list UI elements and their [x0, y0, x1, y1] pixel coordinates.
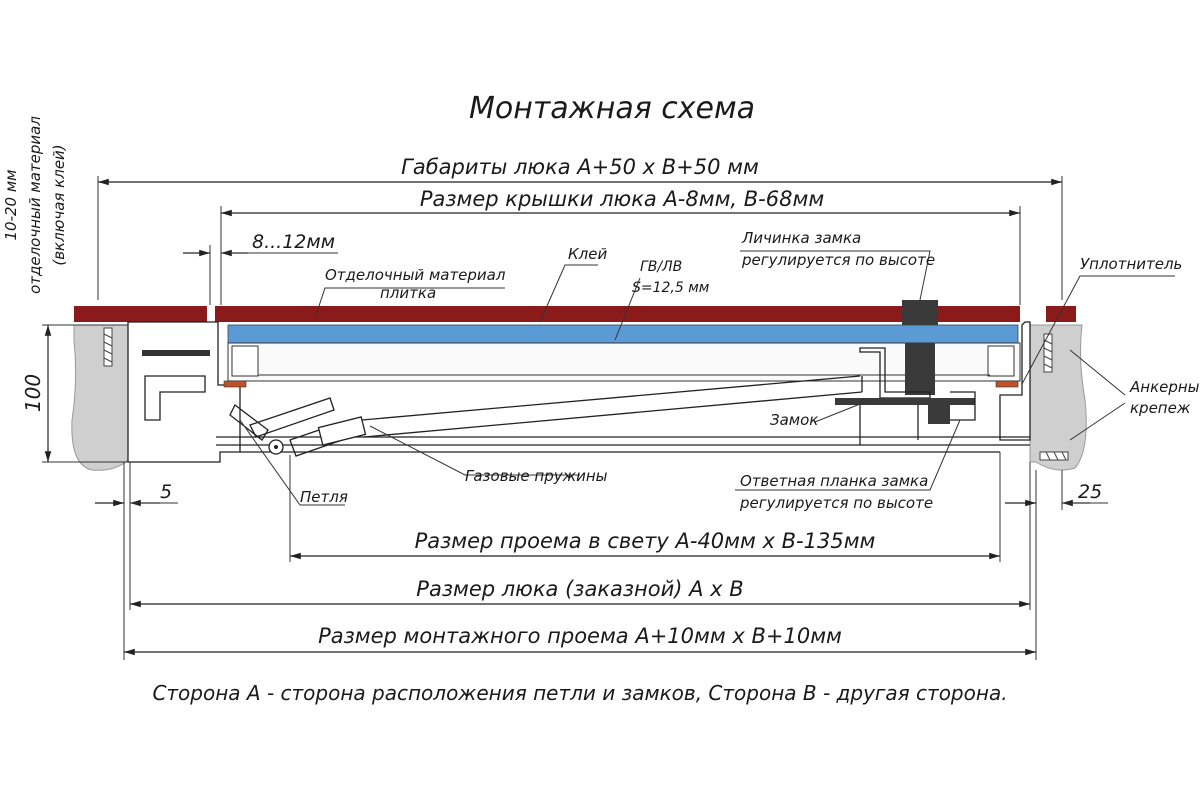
seal-right [995, 380, 1019, 388]
side-note-line3: (включая клей) [50, 144, 68, 265]
height-dimension: 100 [21, 324, 128, 463]
mounting-opening-dimension: Размер монтажного проема А+10мм x В+10мм [124, 624, 1036, 656]
hatch-dimension-label: Размер люка (заказной) А x В [416, 577, 743, 601]
anchor-label-line1: Анкерный [1129, 378, 1200, 396]
finish-label-line1: Отделочный материал [325, 266, 506, 284]
strike-label-line1: Ответная планка замка [740, 472, 928, 490]
finish-layer-center [215, 306, 1020, 322]
side-note-line1: 10-20 мм [2, 170, 20, 241]
finish-layer-left [74, 306, 207, 322]
lock-face-label-line2: регулируется по высоте [741, 251, 935, 269]
offset-dimensions: 5 25 [95, 462, 1108, 660]
clear-opening-label: Размер проема в свету А-40мм x В-135мм [415, 529, 876, 553]
gas-spring [249, 375, 863, 457]
right-bottom-anchor [1039, 451, 1069, 461]
side-note: 10-20 мм отделочный материал (включая кл… [2, 116, 68, 294]
lock-face [902, 300, 938, 325]
left-offset-label: 5 [160, 481, 172, 503]
right-wall [1029, 324, 1087, 471]
seal-left [223, 380, 247, 388]
anchor-label-line2: крепеж [1130, 399, 1191, 417]
hatch-frame [127, 321, 1031, 463]
cover-dimension-label: Размер крышки люка А-8мм, В-68мм [420, 187, 825, 211]
right-offset-label: 25 [1078, 481, 1102, 503]
cover-dimension: Размер крышки люка А-8мм, В-68мм [220, 187, 1021, 305]
leaders [239, 250, 1175, 506]
overall-dimension: Габариты люка А+50 x В+50 мм [97, 155, 1063, 300]
clear-opening-dimension: Размер проема в свету А-40мм x В-135мм [289, 452, 1001, 562]
side-note-line2: отделочный материал [26, 116, 44, 294]
lock-assembly [835, 300, 976, 445]
labels: Отделочный материал плитка Клей ГВ/ЛВ S=… [300, 229, 1200, 512]
finish-layer-right [1046, 306, 1076, 322]
lock-label: Замок [770, 411, 818, 429]
hinge-label: Петля [300, 488, 348, 506]
overall-dimension-label: Габариты люка А+50 x В+50 мм [401, 155, 759, 179]
mounting-opening-label: Размер монтажного проема А+10мм x В+10мм [318, 624, 842, 648]
gap-dimension-label: 8...12мм [252, 231, 335, 253]
hinge [144, 375, 284, 455]
strike-label-line2: регулируется по высоте [739, 494, 933, 512]
seal-label: Уплотнитель [1080, 255, 1182, 273]
gvl-label-line2: S=12,5 мм [632, 280, 710, 296]
glue-label: Клей [568, 245, 607, 263]
height-dimension-label: 100 [21, 374, 45, 412]
gas-springs-label: Газовые пружины [465, 467, 608, 485]
gap-dimension: 8...12мм [183, 231, 338, 305]
gypsum-board [227, 324, 1019, 344]
cover-panel [227, 342, 1021, 382]
gvl-label-line1: ГВ/ЛВ [640, 259, 682, 275]
footer-note: Сторона А - сторона расположения петли и… [152, 681, 1007, 705]
left-anchor [103, 327, 113, 367]
right-anchor [1043, 333, 1053, 373]
lock-face-label-line1: Личинка замка [741, 229, 861, 247]
finish-label-line2: плитка [380, 284, 436, 302]
diagram-title: Монтажная схема [469, 91, 755, 126]
left-wall [71, 324, 129, 471]
hatch-dimension: Размер люка (заказной) А x В [130, 577, 1030, 608]
